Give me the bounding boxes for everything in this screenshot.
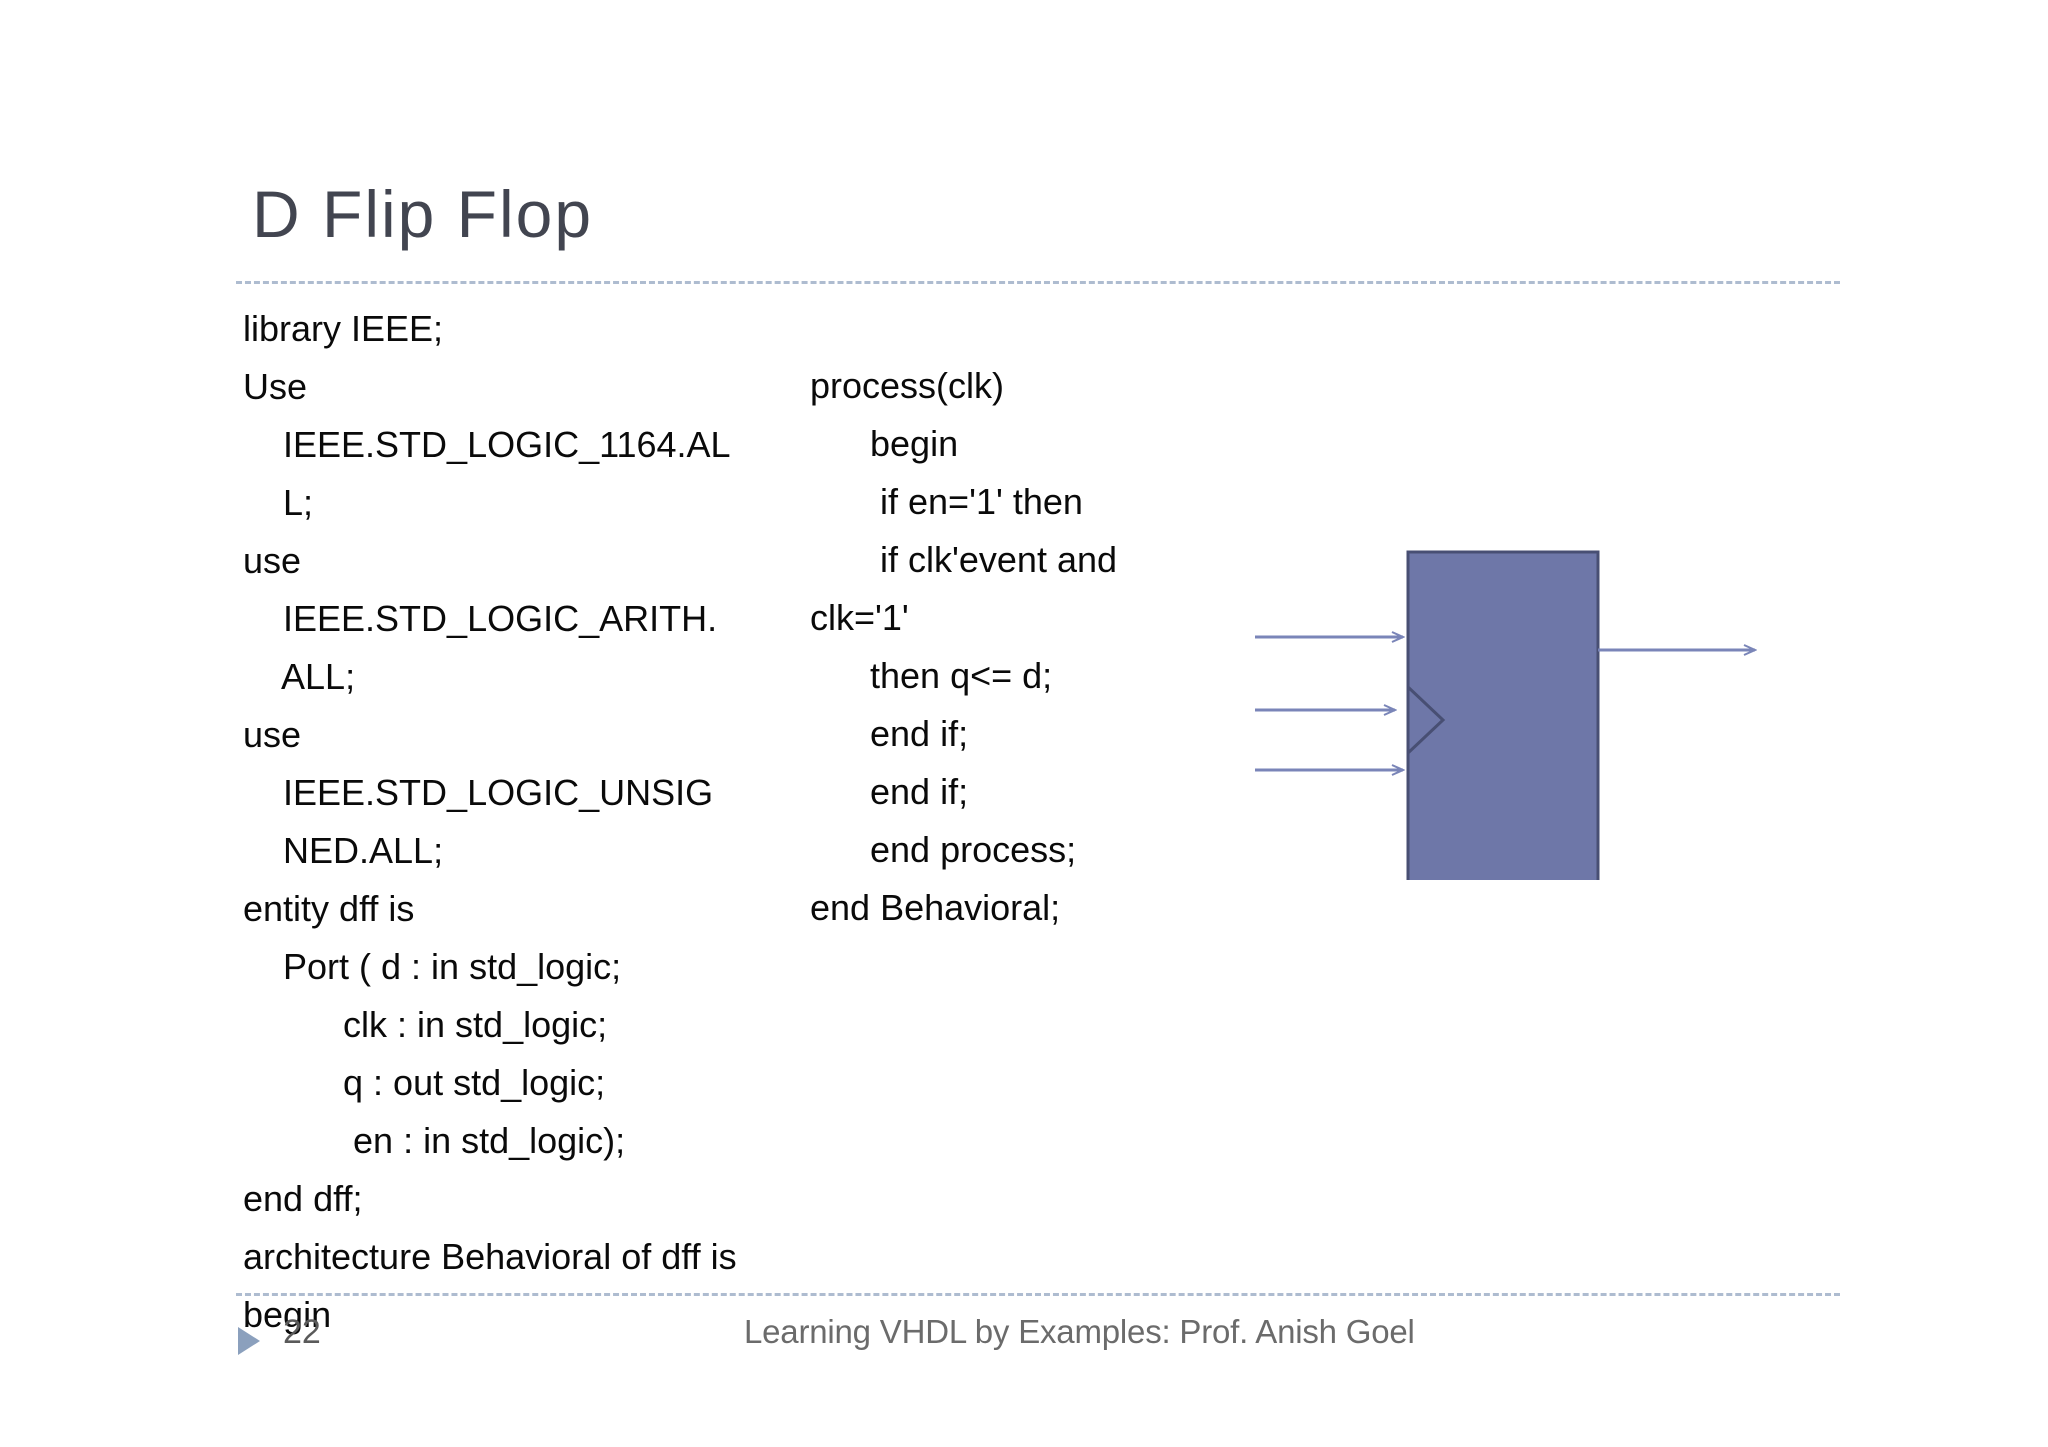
code-left-line: architecture Behavioral of dff is [243,1236,737,1277]
footer-triangle-icon [238,1327,260,1355]
code-left-line: use [243,540,302,581]
code-left-line: end dff; [243,1178,363,1219]
code-left-line: IEEE.STD_LOGIC_ARITH. [243,598,718,639]
code-right-line: if en='1' then [810,481,1083,522]
code-left-line: library IEEE; [243,308,444,349]
code-left-line: IEEE.STD_LOGIC_UNSIG [243,772,714,813]
code-right-line: end Behavioral; [810,887,1061,928]
code-left-line: en : in std_logic); [243,1120,626,1161]
code-right-line: clk='1' [810,597,909,638]
code-left-line: L; [243,482,314,523]
code-left-line: NED.ALL; [243,830,444,871]
code-block-architecture: process(clk) begin if en='1' then if clk… [810,357,1430,937]
clock-notch-icon [1406,685,1446,755]
d-flip-flop-diagram [1155,530,1955,884]
footer-course-label: Learning VHDL by Examples: Prof. Anish G… [744,1313,1415,1350]
code-left-line: entity dff is [243,888,415,929]
footer-divider [236,1293,1840,1296]
code-right-line: then q<= d; [810,655,1053,696]
page-title: D Flip Flop [252,177,594,251]
flip-flop-body [1406,550,1600,884]
code-right-line: begin [810,423,959,464]
code-left-line: IEEE.STD_LOGIC_1164.AL [243,424,731,465]
code-right-line: end if; [810,771,969,812]
code-left-line: q : out std_logic; [243,1062,606,1103]
d-flip-flop-svg [1155,550,1955,884]
code-block-entity: library IEEE;Use IEEE.STD_LOGIC_1164.AL … [243,300,863,1344]
code-right-line: end process; [810,829,1077,870]
code-left-line: ALL; [243,656,356,697]
code-left-line: Use [243,366,308,407]
page-number: 22 [283,1313,321,1351]
code-left-line: Port ( d : in std_logic; [243,946,622,987]
code-right-line: if clk'event and [810,539,1118,580]
code-right-line: end if; [810,713,969,754]
code-right-line: process(clk) [810,365,1005,406]
code-left-line: clk : in std_logic; [243,1004,608,1045]
title-divider [236,281,1840,284]
code-left-line: use [243,714,302,755]
